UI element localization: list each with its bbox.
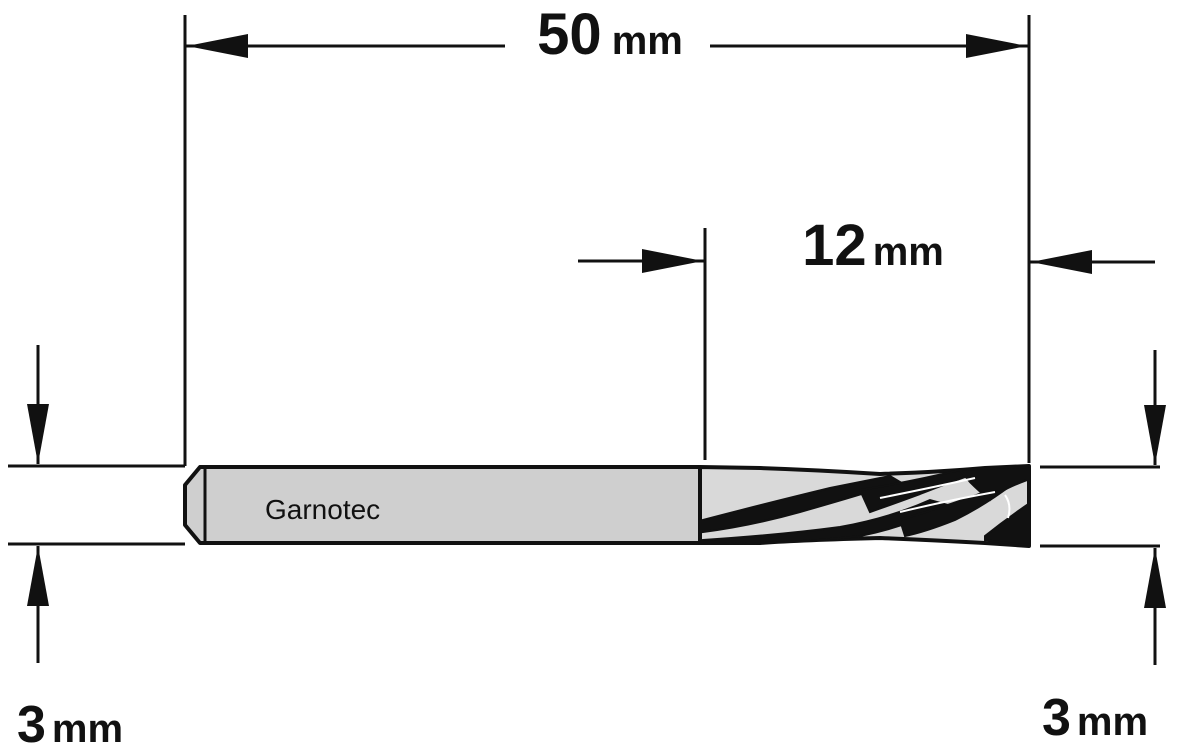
shank-diameter-top-arrow (27, 404, 49, 464)
overall-length-unit: mm (612, 19, 683, 63)
cutting-length-left-arrow (642, 249, 703, 273)
flute-highlight-lines (879, 477, 1011, 519)
bit-shank (183, 465, 702, 545)
flute-highlight-3 (1004, 494, 1011, 519)
overall-length-right-arrow (966, 34, 1027, 58)
cutting-diameter-unit: mm (1077, 700, 1148, 744)
brand-marking: Garnotec (265, 494, 380, 525)
cutting-diameter-value: 3 (1042, 689, 1071, 747)
cutting-diameter-top-arrow (1144, 405, 1166, 465)
shank-diameter-bottom-arrow (27, 546, 49, 606)
shank-diameter-unit: mm (52, 707, 123, 751)
cutting-length-value: 12 (802, 213, 867, 278)
shank-diameter-value: 3 (17, 696, 46, 754)
extension-lines (8, 15, 1160, 548)
flute-highlight-1 (879, 477, 976, 499)
cutting-diameter-bottom-arrow (1144, 548, 1166, 608)
flute-spiral-grooves (702, 465, 1028, 547)
flute-groove-3 (858, 467, 991, 514)
flute-groove-5 (957, 465, 1028, 502)
cutting-length-unit: mm (873, 230, 944, 274)
cutting-length-right-arrow (1031, 250, 1092, 274)
router-bit: Garnotec (183, 464, 1031, 548)
flute-groove-6 (984, 503, 1028, 547)
flute-highlight-2 (899, 491, 996, 513)
overall-length-value: 50 (537, 2, 602, 67)
overall-length-left-arrow (187, 34, 248, 58)
